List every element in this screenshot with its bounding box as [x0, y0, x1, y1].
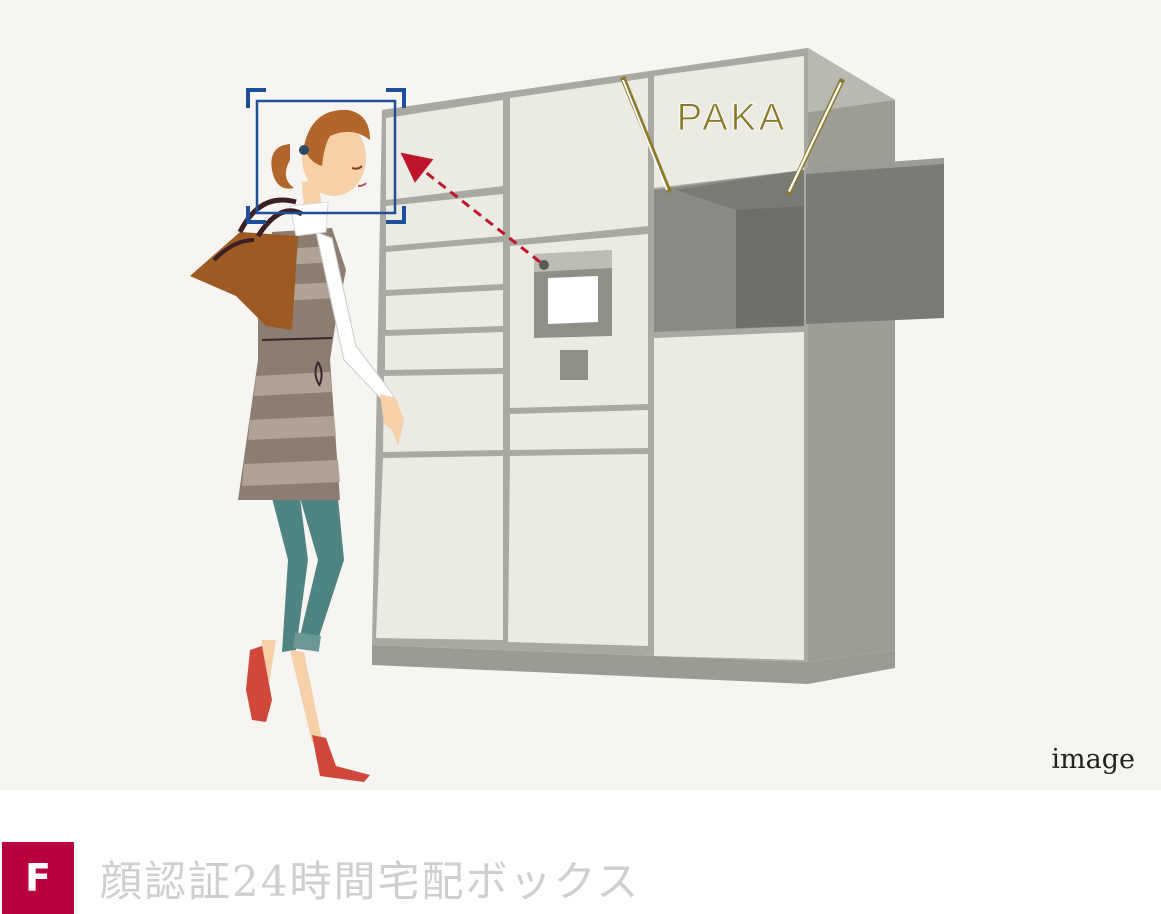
image-caption: image	[1051, 744, 1135, 775]
face-scan-arrow	[400, 152, 541, 264]
delivery-box-illustration: PAKA	[0, 0, 1161, 790]
brand-label: PAKA	[677, 97, 788, 139]
feature-letter-badge: F	[2, 842, 74, 914]
illustration-svg: PAKA	[190, 48, 944, 782]
feature-title: 顔認証24時間宅配ボックス	[100, 857, 641, 906]
woman-figure	[190, 109, 404, 782]
locker-unit	[372, 48, 944, 684]
open-motion-lines	[620, 76, 845, 196]
feature-footer	[0, 790, 1161, 914]
face-detection-frame	[246, 88, 406, 224]
